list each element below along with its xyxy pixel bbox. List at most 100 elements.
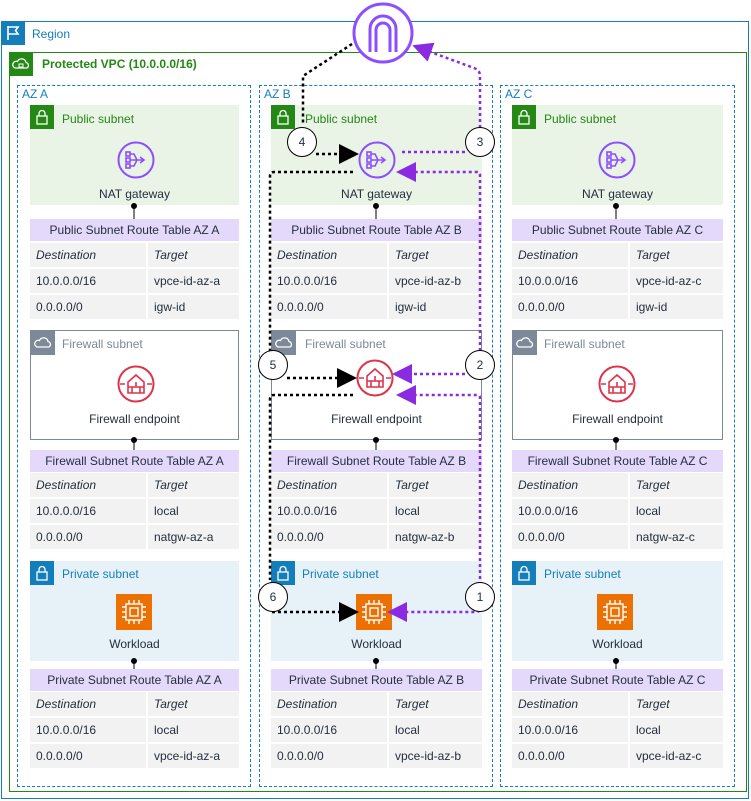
firewall-subnet-cloud-icon — [513, 331, 537, 355]
flow-return-nat-to-firewall — [268, 170, 353, 355]
az-c-label: AZ C — [505, 87, 533, 101]
az-b-firewall-rt-header-target: Target — [389, 473, 482, 497]
flow-outbound-firewall-vertical — [396, 385, 482, 597]
az-b-firewall-rt-target-1: local — [389, 499, 482, 523]
vpc-cloud-icon — [9, 52, 33, 76]
subnet-lock-icon — [271, 561, 295, 585]
az-a-private-rt-dest-2: 0.0.0.0/0 — [30, 744, 146, 768]
az-c-firewall-rt-header-target: Target — [630, 473, 723, 497]
step-marker-1: 1 — [465, 582, 495, 612]
az-c-firewall-endpoint-label: Firewall endpoint — [572, 412, 663, 426]
flow-outbound-firewall-to-nat — [396, 162, 482, 375]
az-b-private-rt-header-destination: Destination — [271, 692, 387, 716]
az-c-public-rt-target-1: vpce-id-az-c — [630, 269, 723, 293]
az-c-firewall-rt-title: Firewall Subnet Route Table AZ C — [512, 450, 723, 472]
az-c-public-rt-header-target: Target — [630, 243, 723, 267]
connector-lines — [131, 203, 619, 669]
step-marker-4: 4 — [287, 127, 317, 157]
firewall-endpoint-icon[interactable] — [597, 364, 637, 404]
az-a-private-rt-header-destination: Destination — [30, 692, 146, 716]
az-c-public-subnet-label: Public subnet — [544, 112, 617, 126]
step-marker-3: 3 — [465, 127, 495, 157]
az-b-container — [259, 85, 493, 787]
az-c-firewall-rt-target-2: natgw-az-c — [630, 525, 723, 549]
az-a-private-rt-dest-1: 10.0.0.0/16 — [30, 718, 146, 742]
vpc-label: Protected VPC (10.0.0.0/16) — [42, 57, 197, 71]
az-a-private-rt-title: Private Subnet Route Table AZ A — [30, 669, 239, 691]
az-b-public-subnet-label: Public subnet — [305, 112, 378, 126]
az-c-private-rt-target-1: local — [630, 718, 723, 742]
az-a-firewall-rt-header-destination: Destination — [30, 473, 146, 497]
az-a-firewall-endpoint-label: Firewall endpoint — [89, 412, 180, 426]
az-c-public-subnet — [512, 105, 723, 205]
az-c-public-rt-title: Public Subnet Route Table AZ C — [512, 219, 723, 241]
region-label: Region — [32, 27, 71, 41]
az-a-private-rt-header-target: Target — [148, 692, 239, 716]
az-a-firewall-rt-dest-1: 10.0.0.0/16 — [30, 499, 146, 523]
nat-gateway-icon[interactable] — [597, 140, 637, 180]
az-a-public-subnet-label: Public subnet — [62, 112, 135, 126]
az-c-public-rt-dest-1: 10.0.0.0/16 — [512, 269, 628, 293]
az-b-private-rt-dest-1: 10.0.0.0/16 — [271, 718, 387, 742]
az-a-firewall-rt-title: Firewall Subnet Route Table AZ A — [30, 450, 239, 472]
az-c-firewall-rt-target-1: local — [630, 499, 723, 523]
az-a-private-rt-target-1: local — [148, 718, 239, 742]
ec2-workload-icon[interactable] — [356, 594, 392, 630]
az-b-public-rt-header-destination: Destination — [271, 243, 387, 267]
az-c-private-rt-dest-1: 10.0.0.0/16 — [512, 718, 628, 742]
az-c-private-rt-target-2: vpce-id-az-c — [630, 744, 723, 768]
subnet-lock-icon — [512, 105, 536, 129]
az-c-private-rt-dest-2: 0.0.0.0/0 — [512, 744, 628, 768]
az-a-firewall-subnet-label: Firewall subnet — [62, 337, 143, 351]
az-b-public-rt-dest-1: 10.0.0.0/16 — [271, 269, 387, 293]
az-b-public-rt-target-2: igw-id — [389, 295, 482, 319]
flow-return-igw-to-nat — [301, 42, 353, 125]
az-b-firewall-subnet-label: Firewall subnet — [305, 337, 386, 351]
az-b-public-rt-header-target: Target — [389, 243, 482, 267]
az-a-firewall-subnet — [30, 330, 239, 440]
subnet-lock-icon — [30, 561, 54, 585]
az-a-public-rt-title: Public Subnet Route Table AZ A — [30, 219, 239, 241]
az-b-workload-label: Workload — [351, 637, 402, 651]
az-c-public-rt-target-2: igw-id — [630, 295, 723, 319]
az-a-nat-gateway-label: NAT gateway — [99, 187, 170, 201]
az-c-firewall-rt-dest-1: 10.0.0.0/16 — [512, 499, 628, 523]
region-flag-icon — [1, 21, 25, 45]
az-c-container — [500, 85, 735, 787]
ec2-workload-icon[interactable] — [597, 594, 633, 630]
az-b-public-rt-target-1: vpce-id-az-b — [389, 269, 482, 293]
az-b-private-rt-target-1: local — [389, 718, 482, 742]
az-a-public-rt-dest-1: 10.0.0.0/16 — [30, 269, 146, 293]
firewall-endpoint-icon[interactable] — [116, 364, 156, 404]
az-b-public-rt-dest-2: 0.0.0.0/0 — [271, 295, 387, 319]
az-c-nat-gateway-label: NAT gateway — [582, 187, 653, 201]
az-b-nat-gateway-label: NAT gateway — [341, 187, 412, 201]
az-c-private-rt-header-destination: Destination — [512, 692, 628, 716]
step-marker-6: 6 — [258, 582, 288, 612]
nat-gateway-icon[interactable] — [116, 140, 156, 180]
az-a-firewall-rt-target-1: local — [148, 499, 239, 523]
az-b-private-rt-header-target: Target — [389, 692, 482, 716]
az-c-firewall-rt-dest-2: 0.0.0.0/0 — [512, 525, 628, 549]
az-c-public-rt-header-destination: Destination — [512, 243, 628, 267]
az-b-private-rt-target-2: vpce-id-az-b — [389, 744, 482, 768]
subnet-lock-icon — [30, 105, 54, 129]
internet-gateway-icon[interactable] — [352, 2, 414, 64]
nat-gateway-icon[interactable] — [357, 140, 397, 180]
az-b-private-rt-title: Private Subnet Route Table AZ B — [271, 669, 482, 691]
flow-return-firewall-to-workload — [268, 393, 353, 580]
firewall-subnet-cloud-icon — [31, 331, 55, 355]
az-a-private-rt-target-2: vpce-id-az-a — [148, 744, 239, 768]
az-b-private-subnet-label: Private subnet — [302, 567, 379, 581]
az-a-firewall-rt-header-target: Target — [148, 473, 239, 497]
az-b-label: AZ B — [264, 87, 291, 101]
az-a-public-rt-header-target: Target — [148, 243, 239, 267]
az-c-public-rt-dest-2: 0.0.0.0/0 — [512, 295, 628, 319]
az-b-firewall-endpoint-label: Firewall endpoint — [331, 412, 422, 426]
step-marker-2: 2 — [465, 350, 495, 380]
ec2-workload-icon[interactable] — [116, 594, 152, 630]
az-b-firewall-rt-header-destination: Destination — [271, 473, 387, 497]
az-b-public-rt-title: Public Subnet Route Table AZ B — [271, 219, 482, 241]
az-c-private-rt-title: Private Subnet Route Table AZ C — [512, 669, 723, 691]
